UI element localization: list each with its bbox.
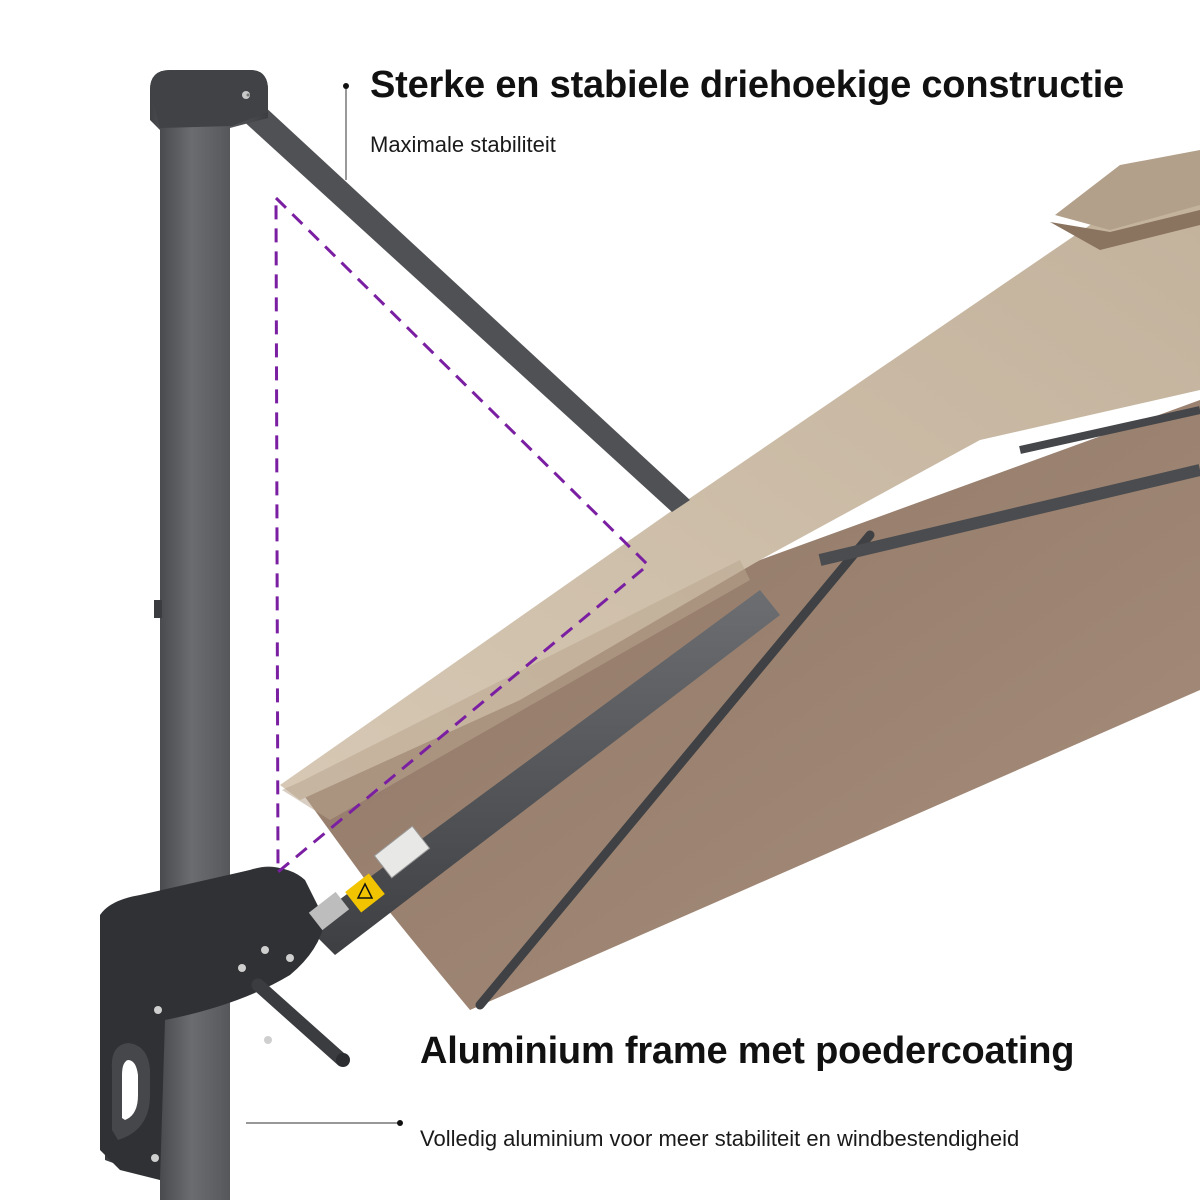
pole-clip bbox=[154, 600, 162, 618]
callout-bottom-title: Aluminium frame met poedercoating bbox=[420, 1030, 1075, 1072]
canopy-rib bbox=[818, 464, 1200, 566]
tilt-arm bbox=[305, 590, 780, 955]
highlight-triangle bbox=[274, 194, 651, 876]
tilt-lever[interactable] bbox=[251, 978, 349, 1067]
canopy-vent-shadow bbox=[1050, 210, 1200, 250]
screw bbox=[264, 1036, 272, 1044]
screw bbox=[246, 93, 250, 97]
warning-triangle-icon bbox=[356, 882, 374, 899]
callout-top-title: Sterke en stabiele driehoekige construct… bbox=[370, 64, 1124, 106]
pole-top-cap bbox=[150, 70, 268, 128]
screw bbox=[151, 1154, 159, 1162]
screw bbox=[238, 964, 246, 972]
canopy-vent-flap bbox=[1055, 150, 1200, 230]
screw bbox=[242, 91, 250, 99]
canopy-edge bbox=[282, 560, 750, 820]
canopy-rib bbox=[1019, 406, 1200, 454]
arm-warning-label bbox=[345, 873, 385, 913]
pivot-handle-slot bbox=[122, 1060, 138, 1120]
pointer-dot-icon bbox=[343, 83, 349, 89]
pointer-dot-icon bbox=[397, 1120, 403, 1126]
canopy-rib bbox=[475, 530, 875, 1010]
screw bbox=[286, 954, 294, 962]
pivot-housing-body bbox=[100, 867, 325, 1180]
tilt-lever-knob bbox=[336, 1053, 350, 1067]
screw bbox=[261, 946, 269, 954]
canopy-top bbox=[280, 150, 1200, 800]
pole bbox=[150, 70, 268, 1200]
callout-bottom-subtitle: Volledig aluminium voor meer stabiliteit… bbox=[420, 1126, 1020, 1151]
arm-collar bbox=[308, 891, 350, 931]
screw bbox=[154, 1006, 162, 1014]
canopy-underside bbox=[300, 400, 1200, 1010]
arm-sticker bbox=[373, 825, 431, 879]
callout-top-subtitle: Maximale stabiliteit bbox=[370, 132, 556, 157]
support-strut bbox=[240, 104, 690, 512]
